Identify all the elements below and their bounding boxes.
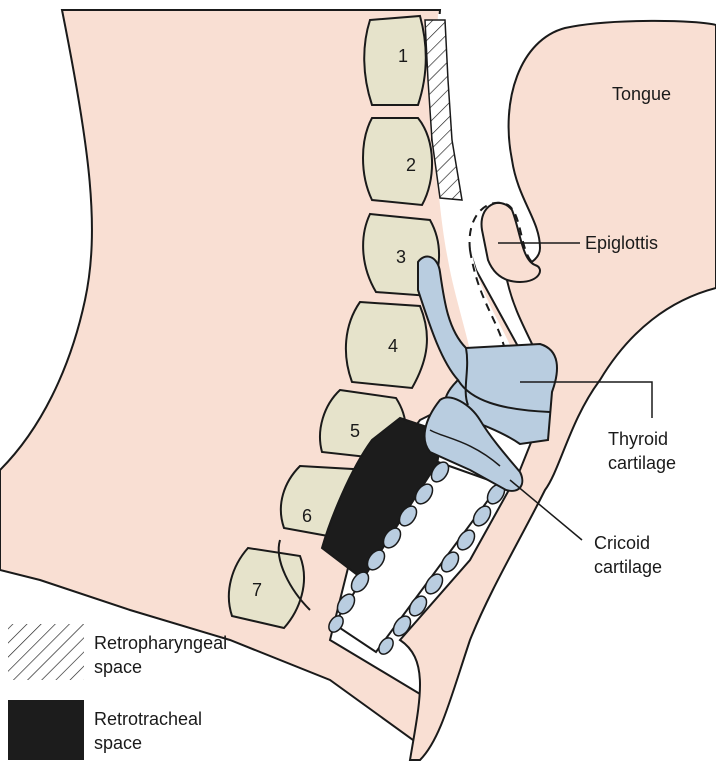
- vertebra-7-posterior-line: [277, 539, 311, 611]
- trachea-rings-anterior: [378, 483, 506, 655]
- legend-retrotracheal-line2: space: [94, 733, 142, 753]
- trachea-rings-posterior: [328, 461, 450, 633]
- legend-swatch-hatched: [8, 624, 84, 680]
- trachea: [328, 460, 506, 655]
- vertebra-label-1: 1: [398, 46, 408, 66]
- vertebral-column: [227, 14, 440, 630]
- legend-retropharyngeal-line2: space: [94, 657, 142, 677]
- pharyngeal-airway: [434, 14, 512, 390]
- vertebra-label-2: 2: [406, 155, 416, 175]
- vertebra-7: [227, 546, 305, 630]
- cricoid-cartilage-line: [429, 429, 501, 467]
- legend-swatch-black: [8, 700, 84, 760]
- vertebra-label-7: 7: [252, 580, 262, 600]
- legend: Retropharyngeal space Retrotracheal spac…: [8, 624, 227, 760]
- epiglottis-label: Epiglottis: [585, 233, 658, 253]
- cricoid-label-line1: Cricoid: [594, 533, 650, 553]
- thyroid-leader: [520, 381, 653, 418]
- vertebra-1: [363, 14, 427, 106]
- cricoid-cartilage: [423, 396, 524, 492]
- vertebra-label-6: 6: [302, 506, 312, 526]
- thyroid-cartilage-ridge: [457, 379, 551, 413]
- thyroid-cartilage-fold: [464, 347, 469, 406]
- tongue-label: Tongue: [612, 84, 671, 104]
- cricoid-label-line2: cartilage: [594, 557, 662, 577]
- vertebra-label-4: 4: [388, 336, 398, 356]
- vertebra-2: [362, 117, 433, 207]
- legend-retropharyngeal-line1: Retropharyngeal: [94, 633, 227, 653]
- trachea-tube: [332, 460, 502, 654]
- epiglottis-dashed-contour: [468, 201, 533, 351]
- retropharyngeal-space: [424, 19, 463, 201]
- thyroid-label-line1: Thyroid: [608, 429, 668, 449]
- vertebra-label-3: 3: [396, 247, 406, 267]
- thyroid-label-line2: cartilage: [608, 453, 676, 473]
- vertebra-label-5: 5: [350, 421, 360, 441]
- cricoid-leader: [509, 479, 583, 541]
- vertebra-4: [344, 300, 428, 390]
- legend-retrotracheal-line1: Retrotracheal: [94, 709, 202, 729]
